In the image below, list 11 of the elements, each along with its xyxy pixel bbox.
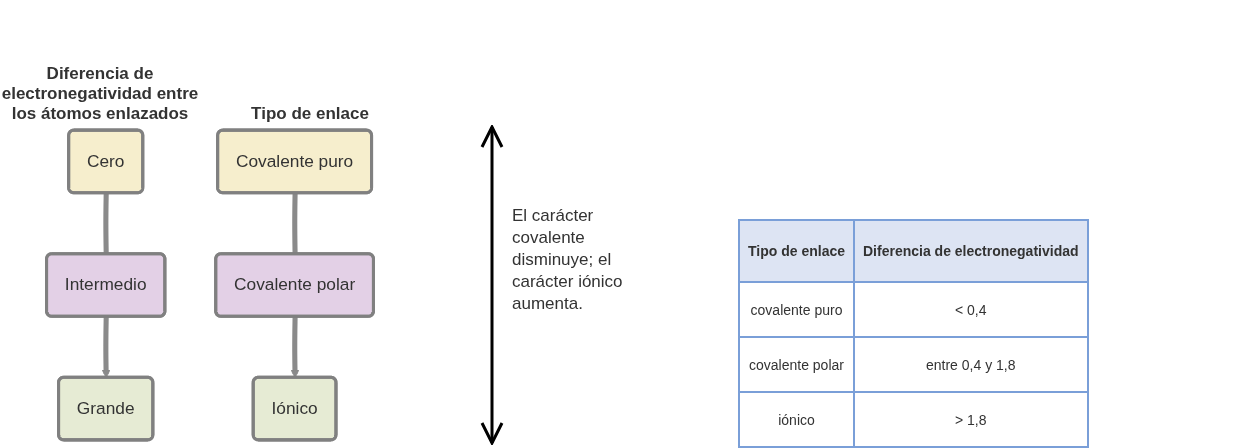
table-cell: > 1,8 <box>854 392 1088 447</box>
table-cell: covalente puro <box>739 282 854 337</box>
table-cell: iónico <box>739 392 854 447</box>
header-cell: Diferencia de electronegatividad <box>854 220 1088 282</box>
table-cell: < 0,4 <box>854 282 1088 337</box>
header-cell: Tipo de enlace <box>739 220 854 282</box>
table-cell: entre 0,4 y 1,8 <box>854 337 1088 392</box>
column-heading: Tipo de enlace <box>250 104 370 124</box>
column-heading: Diferencia de electronegatividad entre los átomos enlazados <box>0 64 200 124</box>
trend-note: El carácter covalente disminuye; el carácter iónico aumenta. <box>512 205 624 315</box>
table-cell: covalente polar <box>739 337 854 392</box>
